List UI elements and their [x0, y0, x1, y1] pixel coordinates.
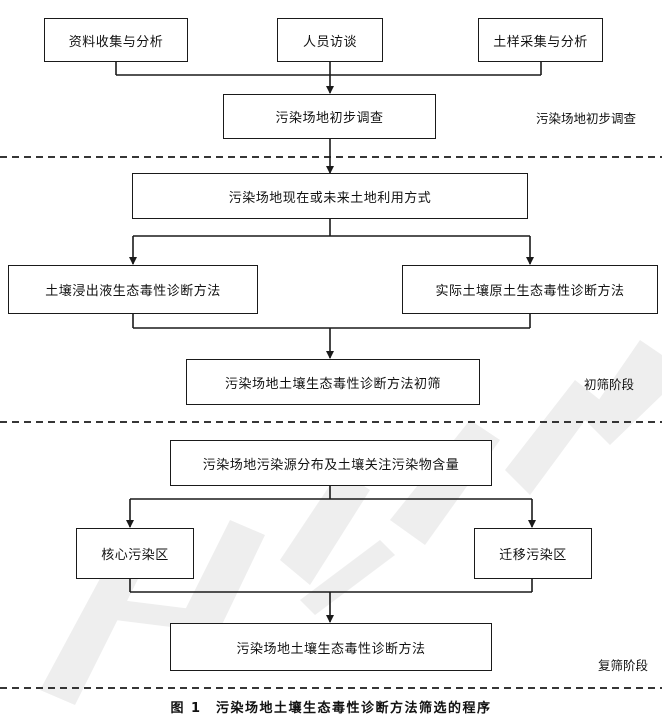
personnel-interview-box: 人员访谈: [277, 18, 383, 62]
migration-zone-box: 迁移污染区: [474, 528, 592, 579]
figure-caption: 图 1 污染场地土壤生态毒性诊断方法筛选的程序: [170, 701, 492, 716]
leachate-method-box: 土壤浸出液生态毒性诊断方法: [8, 265, 258, 314]
box-label: 污染场地初步调查: [275, 111, 384, 126]
in-situ-method-box: 实际土壤原土生态毒性诊断方法: [402, 265, 658, 314]
box-label: 土样采集与分析: [493, 34, 588, 50]
soil-sampling-box: 土样采集与分析: [478, 18, 603, 62]
stage-label-survey: 污染场地初步调查: [536, 111, 637, 126]
box-label: 核心污染区: [101, 548, 169, 563]
box-label: 污染场地土壤生态毒性诊断方法初筛: [224, 376, 441, 392]
stage-label-final: 复筛阶段: [598, 658, 649, 673]
box-label: 实际土壤原土生态毒性诊断方法: [435, 284, 625, 299]
stage-label-initial: 初筛阶段: [584, 377, 635, 392]
box-label: 资料收集与分析: [68, 34, 164, 50]
land-use-box: 污染场地现在或未来土地利用方式: [132, 173, 528, 219]
box-label: 迁移污染区: [499, 548, 567, 563]
data-collection-box: 资料收集与分析: [44, 18, 188, 62]
final-method-box: 污染场地土壤生态毒性诊断方法: [170, 623, 492, 671]
core-zone-box: 核心污染区: [76, 528, 194, 579]
initial-screening-box: 污染场地土壤生态毒性诊断方法初筛: [186, 359, 480, 405]
box-label: 污染场地现在或未来土地利用方式: [228, 190, 432, 206]
box-label: 人员访谈: [302, 34, 357, 50]
box-label: 污染场地污染源分布及土壤关注污染物含量: [202, 457, 460, 473]
box-label: 污染场地土壤生态毒性诊断方法: [236, 641, 426, 657]
box-label: 土壤浸出液生态毒性诊断方法: [45, 284, 221, 299]
preliminary-survey-box: 污染场地初步调查: [223, 94, 436, 139]
pollution-distribution-box: 污染场地污染源分布及土壤关注污染物含量: [170, 440, 492, 486]
